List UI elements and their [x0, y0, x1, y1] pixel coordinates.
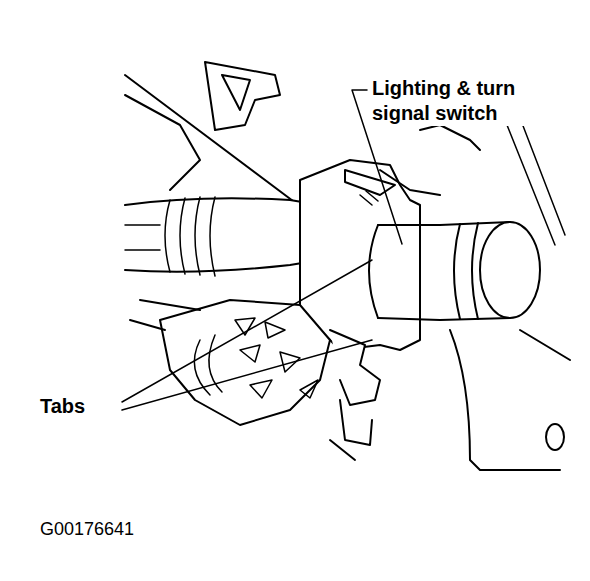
- switch-cylinder: [369, 225, 378, 318]
- upper-tab: [345, 170, 395, 195]
- tab-ridges: [360, 191, 378, 205]
- trim-line: [420, 125, 480, 150]
- switch-housing: [300, 160, 420, 350]
- switch-band: [454, 223, 478, 319]
- callout-label: Tabs: [38, 394, 87, 419]
- trim-line: [125, 95, 200, 190]
- figure-id: G00176641: [38, 518, 136, 541]
- column-tube: [125, 198, 320, 271]
- hole: [546, 424, 564, 450]
- lower-tab: [330, 330, 380, 405]
- cancel-cam: [160, 300, 330, 425]
- trim-line: [520, 330, 570, 360]
- bracket: [330, 400, 372, 460]
- part-label: Lighting & turn signal switch: [370, 76, 564, 126]
- lever-slot: [222, 75, 250, 110]
- tube-edge: [125, 225, 160, 250]
- wiper-lever: [205, 62, 280, 130]
- housing-edge: [380, 170, 440, 195]
- switch-knob: [480, 222, 540, 318]
- leader-line: [122, 260, 372, 402]
- leader-line: [122, 340, 372, 410]
- trim-line: [450, 330, 560, 470]
- boot-ribs: [165, 197, 215, 276]
- column-edge: [130, 300, 200, 330]
